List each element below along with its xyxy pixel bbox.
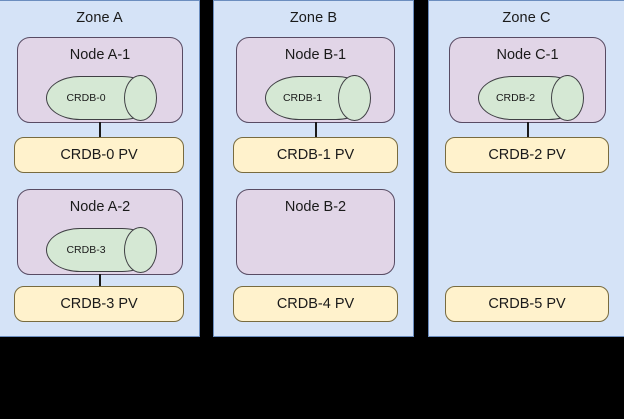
zone-title-b: Zone B	[289, 10, 338, 26]
database-label-crdb-2: CRDB-2	[495, 92, 536, 104]
node-box-b-2[interactable]: Node B-2	[236, 189, 395, 275]
database-cylinder-crdb-2[interactable]: CRDB-2	[478, 75, 584, 121]
pv-box-crdb-3[interactable]: CRDB-3 PV	[14, 286, 184, 322]
database-cap	[124, 227, 157, 273]
database-cap	[338, 75, 371, 121]
zone-title-a: Zone A	[76, 10, 123, 26]
node-box-a-1[interactable]: Node A-1 CRDB-0	[17, 37, 183, 123]
database-cap	[124, 75, 157, 121]
database-cap	[551, 75, 584, 121]
zone-panel-b[interactable]: Zone B Node B-1 CRDB-1 CRDB-1 PV Node B-…	[213, 0, 414, 337]
link-node-b-1-to-crdb-1-pv	[315, 122, 317, 138]
pv-box-crdb-2[interactable]: CRDB-2 PV	[445, 137, 609, 173]
pv-box-crdb-4[interactable]: CRDB-4 PV	[233, 286, 398, 322]
node-title-b-1: Node B-1	[284, 47, 347, 63]
database-label-crdb-0: CRDB-0	[66, 92, 106, 104]
node-title-c-1: Node C-1	[496, 47, 559, 63]
zone-panel-a[interactable]: Zone A Node A-1 CRDB-0 CRDB-0 PV Node A-…	[0, 0, 200, 337]
database-cylinder-crdb-3[interactable]: CRDB-3	[46, 227, 157, 273]
link-node-a-2-to-crdb-3-pv	[99, 274, 101, 287]
pv-box-crdb-5[interactable]: CRDB-5 PV	[445, 286, 609, 322]
zone-title-c: Zone C	[502, 10, 551, 26]
database-cylinder-crdb-1[interactable]: CRDB-1	[265, 75, 371, 121]
database-label-crdb-3: CRDB-3	[66, 244, 106, 256]
link-node-c-1-to-crdb-2-pv	[527, 122, 529, 138]
node-title-b-2: Node B-2	[284, 199, 347, 215]
pv-box-crdb-0[interactable]: CRDB-0 PV	[14, 137, 184, 173]
node-box-c-1[interactable]: Node C-1 CRDB-2	[449, 37, 606, 123]
pv-box-crdb-1[interactable]: CRDB-1 PV	[233, 137, 398, 173]
node-box-a-2[interactable]: Node A-2 CRDB-3	[17, 189, 183, 275]
node-title-a-2: Node A-2	[69, 199, 131, 215]
zone-panel-c[interactable]: Zone C Node C-1 CRDB-2 CRDB-2 PV CRDB-5 …	[428, 0, 624, 337]
database-cylinder-crdb-0[interactable]: CRDB-0	[46, 75, 157, 121]
node-box-b-1[interactable]: Node B-1 CRDB-1	[236, 37, 395, 123]
database-label-crdb-1: CRDB-1	[282, 92, 323, 104]
node-title-a-1: Node A-1	[69, 47, 131, 63]
link-node-a-1-to-crdb-0-pv	[99, 122, 101, 138]
